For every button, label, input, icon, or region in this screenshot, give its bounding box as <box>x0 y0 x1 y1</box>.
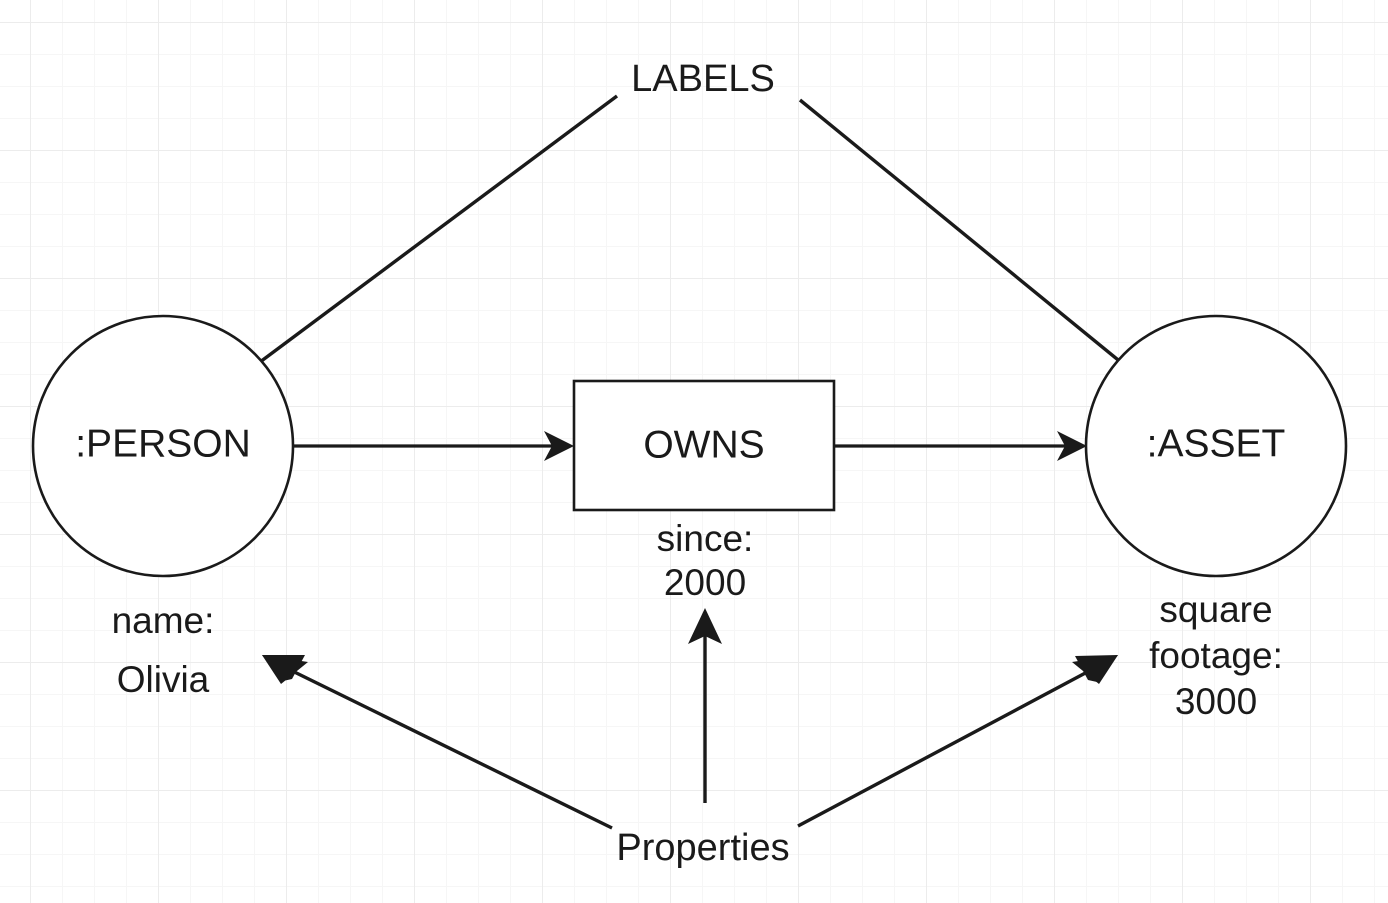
arrowhead-properties-owns <box>688 608 722 644</box>
properties-callout-arrow-person <box>262 655 613 830</box>
edge-person-to-owns <box>293 431 574 461</box>
arrowhead-person-owns <box>544 431 574 461</box>
node-asset-property-line-3: 3000 <box>1175 681 1257 722</box>
relationship-owns-property-line-1: since: <box>657 518 754 559</box>
edge-owns-to-asset <box>834 431 1087 461</box>
node-person-property-line-1: name: <box>112 600 215 641</box>
node-asset-label: :ASSET <box>1147 422 1286 465</box>
node-asset-property-line-2: footage: <box>1149 635 1283 676</box>
labels-callout-text: LABELS <box>631 58 775 100</box>
relationship-owns-property-line-2: 2000 <box>664 562 746 603</box>
node-asset-property-line-1: square <box>1159 589 1272 630</box>
properties-callout-arrow-owns <box>688 608 722 803</box>
relationship-owns-label: OWNS <box>643 423 764 466</box>
properties-callout-arrow-asset <box>797 655 1118 828</box>
relationship-owns-box[interactable] <box>572 379 836 512</box>
node-person-label: :PERSON <box>75 422 251 465</box>
properties-callout-text: Properties <box>616 827 789 869</box>
arrowhead-owns-asset <box>1057 431 1087 461</box>
node-person-property-line-2: Olivia <box>117 659 210 700</box>
